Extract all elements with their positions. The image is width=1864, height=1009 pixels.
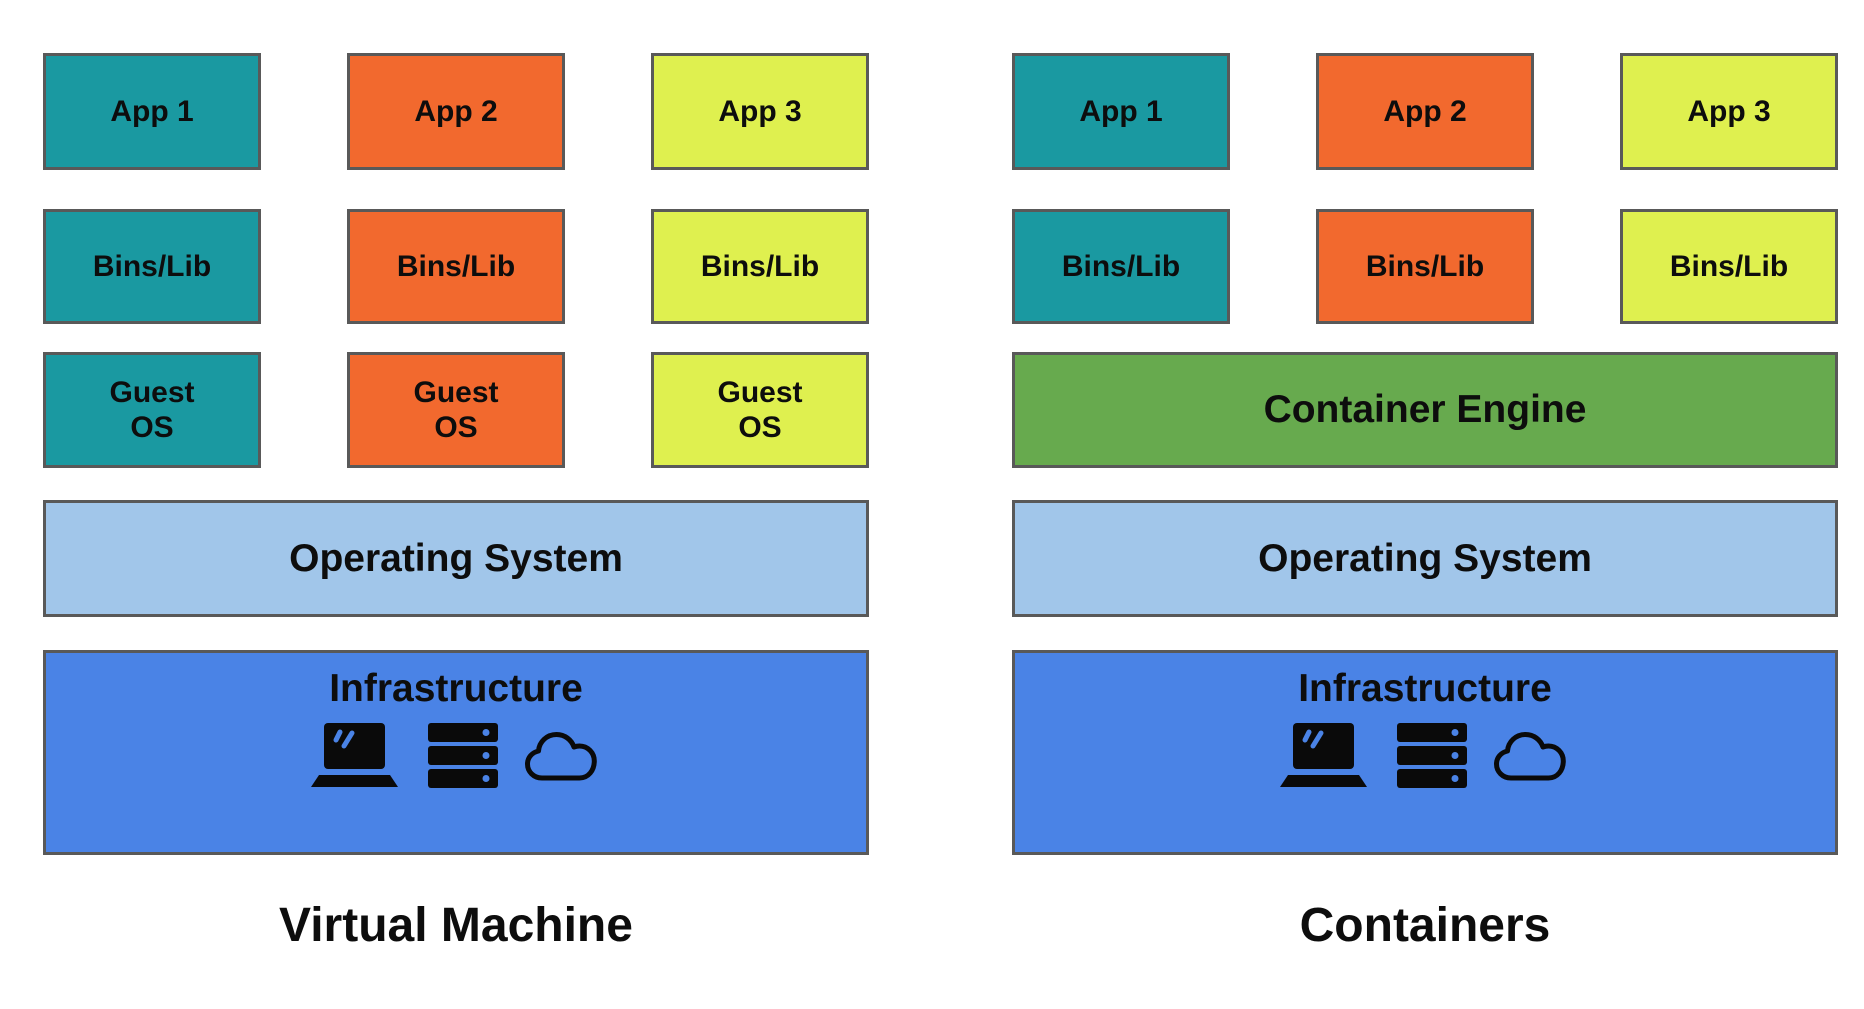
- infrastructure-label: Infrastructure: [1298, 667, 1552, 710]
- binslib-box: Bins/Lib: [347, 209, 565, 324]
- app-box: App 1: [43, 53, 261, 170]
- infrastructure-bar: Infrastructure: [1012, 650, 1838, 855]
- vm-caption: Virtual Machine: [279, 899, 633, 952]
- containers-caption: Containers: [1299, 899, 1551, 952]
- server-stack-icon: [1396, 723, 1467, 788]
- binslib-box: Bins/Lib: [43, 209, 261, 324]
- os-bar: Operating System: [1012, 500, 1838, 617]
- guestos-box: Guest OS: [43, 352, 261, 468]
- binslib-box: Bins/Lib: [1316, 209, 1534, 324]
- app-box: App 3: [651, 53, 869, 170]
- app-box: App 2: [1316, 53, 1534, 170]
- cloud-icon: [524, 732, 597, 781]
- container-engine-bar: Container Engine: [1012, 352, 1838, 468]
- infrastructure-icons: [1276, 723, 1575, 789]
- os-bar: Operating System: [43, 500, 869, 617]
- cloud-icon: [1493, 732, 1566, 781]
- guestos-box: Guest OS: [651, 352, 869, 468]
- app-box: App 1: [1012, 53, 1230, 170]
- infrastructure-icons: [307, 723, 606, 789]
- containers-binslib-row: Bins/Lib Bins/Lib Bins/Lib: [1012, 209, 1838, 324]
- vm-binslib-row: Bins/Lib Bins/Lib Bins/Lib: [43, 209, 869, 324]
- laptop-icon: [310, 723, 398, 787]
- binslib-box: Bins/Lib: [1012, 209, 1230, 324]
- binslib-box: Bins/Lib: [651, 209, 869, 324]
- binslib-box: Bins/Lib: [1620, 209, 1838, 324]
- containers-app-row: App 1 App 2 App 3: [1012, 53, 1838, 170]
- infrastructure-label: Infrastructure: [329, 667, 583, 710]
- guestos-box: Guest OS: [347, 352, 565, 468]
- vm-guestos-row: Guest OS Guest OS Guest OS: [43, 352, 869, 468]
- laptop-icon: [1279, 723, 1367, 787]
- infrastructure-bar: Infrastructure: [43, 650, 869, 855]
- app-box: App 3: [1620, 53, 1838, 170]
- app-box: App 2: [347, 53, 565, 170]
- server-stack-icon: [427, 723, 498, 788]
- vm-app-row: App 1 App 2 App 3: [43, 53, 869, 170]
